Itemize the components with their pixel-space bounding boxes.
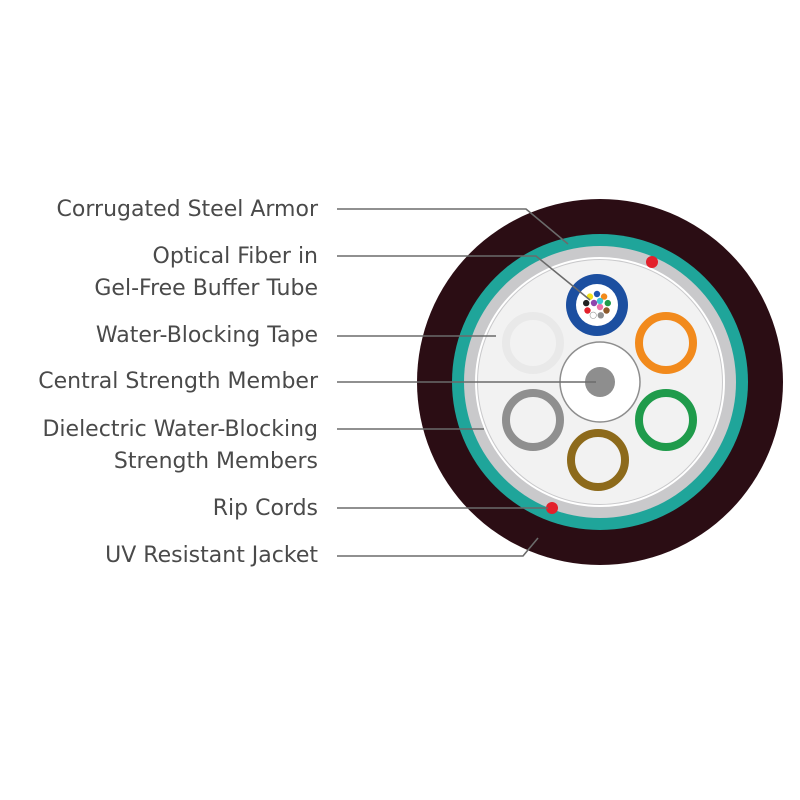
rip-cord-bottom — [546, 502, 558, 514]
optical-fiber-strand — [597, 312, 604, 319]
optical-fiber-strand — [596, 303, 604, 311]
optical-fiber-strand — [593, 290, 601, 298]
strength-member-white — [502, 312, 564, 374]
leader-line-fiber — [337, 255, 591, 301]
label-line: Gel-Free Buffer Tube — [94, 276, 318, 301]
optical-fiber-strand — [583, 299, 590, 307]
label-corrugated-steel-armor: Corrugated Steel Armor — [57, 194, 318, 226]
label-rip-cords: Rip Cords — [213, 493, 318, 525]
optical-fiber-strand — [590, 299, 598, 307]
rip-cord-top — [646, 256, 658, 268]
buffer-tube-interior — [576, 284, 618, 326]
label-line: Optical Fiber in — [152, 244, 318, 269]
label-uv-resistant-jacket: UV Resistant Jacket — [105, 540, 318, 572]
optical-fiber-strand — [604, 299, 611, 307]
leader-line-jacket — [337, 537, 539, 557]
optical-fibers-group — [583, 290, 611, 319]
label-dielectric-strength-members: Dielectric Water-Blocking Strength Membe… — [42, 414, 318, 478]
strength-member-brown — [567, 429, 629, 491]
label-line: Water-Blocking Tape — [95, 323, 318, 348]
strength-member-orange — [635, 312, 697, 374]
label-line: Corrugated Steel Armor — [56, 197, 318, 222]
strength-member-gray — [502, 389, 564, 451]
label-line: Rip Cords — [212, 496, 318, 521]
leader-line-armor — [337, 208, 569, 245]
optical-fiber-strand — [589, 311, 597, 319]
label-water-blocking-tape: Water-Blocking Tape — [96, 320, 318, 352]
label-line: Central Strength Member — [38, 369, 318, 394]
optical-fiber-strand — [584, 307, 591, 314]
label-optical-fiber: Optical Fiber in Gel-Free Buffer Tube — [94, 241, 318, 305]
optical-fiber-strand — [600, 293, 608, 300]
optical-fiber-strand — [603, 307, 610, 314]
label-line: Dielectric Water-Blocking — [42, 417, 318, 442]
label-line: Strength Members — [113, 449, 318, 474]
central-strength-member-core — [585, 367, 615, 397]
optical-fiber-strand — [596, 297, 604, 305]
label-central-strength-member: Central Strength Member — [38, 366, 318, 398]
label-line: UV Resistant Jacket — [105, 543, 318, 568]
strength-member-green — [635, 389, 697, 451]
